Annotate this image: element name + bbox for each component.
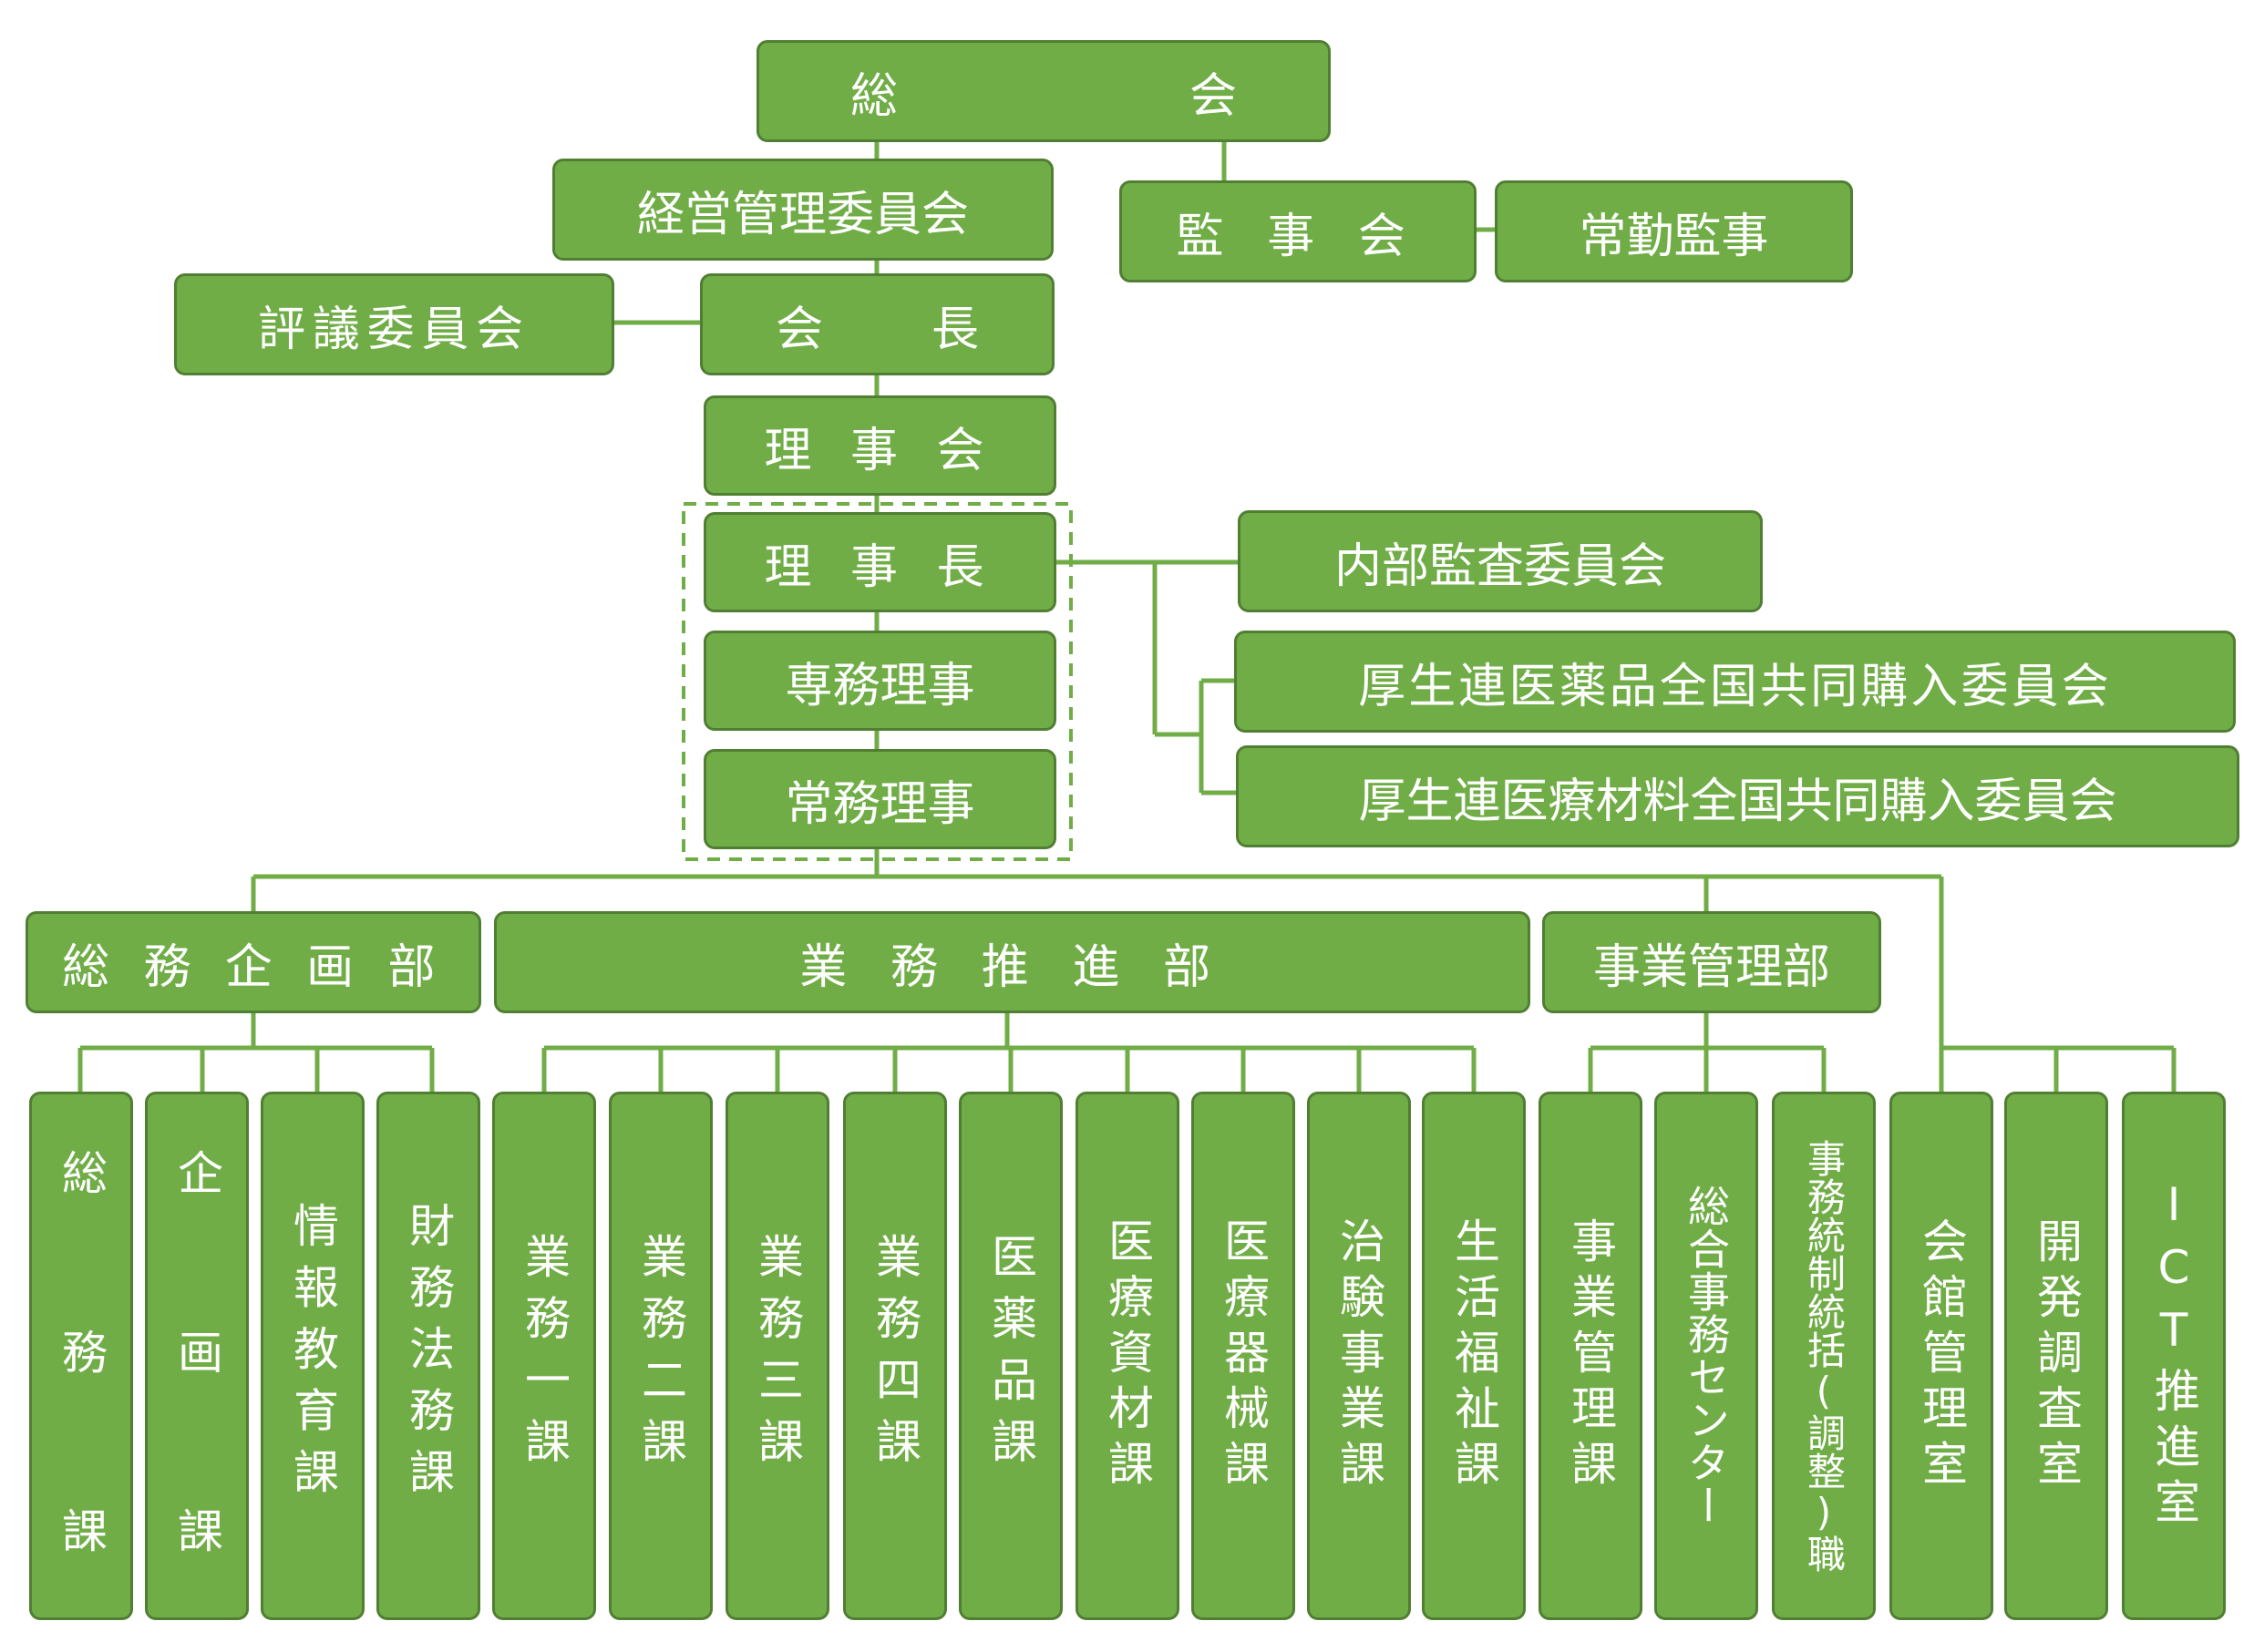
- section-sogo-center-label: 総合事務センター: [1682, 1185, 1731, 1527]
- section-iyakuhin: 医薬品課: [959, 1092, 1063, 1620]
- section-gyomu4-label: 業務四課: [869, 1233, 921, 1479]
- section-kikaku: 企 画 課: [145, 1092, 249, 1620]
- management-committee-box: 経営管理委員会: [552, 159, 1054, 261]
- section-gyomu4: 業務四課: [843, 1092, 947, 1620]
- section-seikatsu: 生活福祉課: [1422, 1092, 1526, 1620]
- section-gyomu3: 業務三課: [726, 1092, 829, 1620]
- section-kikaku-part-1: 企: [170, 1149, 223, 1205]
- section-ict-label: ICT推進室: [2147, 1178, 2200, 1534]
- general-planning-dept-label: 総 務 企 画 部: [62, 939, 445, 995]
- section-iryo-kiki: 医療器械課: [1191, 1092, 1295, 1620]
- section-somu-part-1: 総: [55, 1149, 108, 1205]
- fulltime-auditor-box: 常勤監事: [1495, 180, 1853, 282]
- section-iryo-shizai: 医療資材課: [1076, 1092, 1179, 1620]
- internal-audit-committee-label: 内部監査委員会: [1333, 539, 1666, 594]
- section-somu-part-2: 務: [55, 1328, 108, 1384]
- senior-managing-director-label: 専務理事: [785, 658, 975, 713]
- material-purchase-committee-box: 厚生連医療材料全国共同購入委員会: [1236, 745, 2239, 847]
- section-gyomu1: 業務一課: [492, 1092, 596, 1620]
- managing-director-box: 常務理事: [704, 749, 1056, 849]
- general-assembly-box: 総 会: [756, 40, 1331, 142]
- business-management-dept-box: 事業管理部: [1542, 911, 1881, 1013]
- general-planning-dept-box: 総 務 企 画 部: [26, 911, 481, 1013]
- business-promotion-dept-box: 業 務 推 進 部: [494, 911, 1530, 1013]
- section-jigyo-kanri-label: 事業管理課: [1564, 1216, 1617, 1495]
- section-iyakuhin-label: 医薬品課: [984, 1233, 1037, 1479]
- fulltime-auditor-label: 常勤監事: [1579, 209, 1769, 264]
- section-zaimu-label: 財務法務課: [402, 1202, 455, 1510]
- president-box: 理 事 長: [704, 512, 1056, 612]
- section-tokatsu-label: 事務統制統括(調整)職: [1801, 1139, 1847, 1573]
- president-label: 理 事 長: [764, 539, 996, 595]
- pharma-purchase-committee-box: 厚生連医薬品全国共同購入委員会: [1234, 631, 2236, 733]
- section-kaikan-label: 会館管理室: [1915, 1216, 1968, 1495]
- section-gyomu1-label: 業務一課: [518, 1233, 571, 1479]
- section-chiken: 治験事業課: [1307, 1092, 1411, 1620]
- section-chiken-label: 治験事業課: [1333, 1216, 1385, 1495]
- pharma-purchase-committee-label: 厚生連医薬品全国共同購入委員会: [1358, 659, 2112, 714]
- section-seikatsu-label: 生活福祉課: [1447, 1216, 1500, 1495]
- section-sogo-center: 総合事務センター: [1654, 1092, 1758, 1620]
- section-ict: ICT推進室: [2122, 1092, 2226, 1620]
- section-kikaku-part-2: 画: [170, 1328, 223, 1384]
- business-management-dept-label: 事業管理部: [1592, 939, 1830, 995]
- chairman-part-2: 長: [931, 302, 979, 357]
- board-label: 理 事 会: [764, 423, 996, 478]
- chairman-box: 会 長: [700, 273, 1055, 375]
- section-gyomu3-label: 業務三課: [751, 1233, 804, 1479]
- internal-audit-committee-box: 内部監査委員会: [1238, 510, 1763, 612]
- section-somu: 総 務 課: [29, 1092, 133, 1620]
- councillors-box: 評議委員会: [174, 273, 614, 375]
- section-kaihatsu-label: 開発調査室: [2030, 1216, 2083, 1495]
- general-assembly-part-2: 会: [1189, 68, 1237, 124]
- auditors-board-label: 監 事 会: [1176, 209, 1420, 264]
- section-kaikan: 会館管理室: [1889, 1092, 1993, 1620]
- managing-director-label: 常務理事: [785, 776, 975, 832]
- section-iryo-kiki-label: 医療器械課: [1217, 1216, 1270, 1495]
- chairman-part-1: 会: [776, 302, 824, 357]
- section-tokatsu: 事務統制統括(調整)職: [1772, 1092, 1876, 1620]
- section-gyomu2-label: 業務二課: [634, 1233, 687, 1479]
- material-purchase-committee-label: 厚生連医療材料全国共同購入委員会: [1358, 774, 2117, 829]
- section-somu-part-3: 課: [55, 1507, 108, 1563]
- senior-managing-director-box: 専務理事: [704, 631, 1056, 731]
- board-box: 理 事 会: [704, 395, 1056, 496]
- business-promotion-dept-label: 業 務 推 進 部: [799, 939, 1225, 995]
- section-joho-label: 情報教育課: [286, 1202, 339, 1510]
- auditors-board-box: 監 事 会: [1119, 180, 1477, 282]
- section-joho: 情報教育課: [261, 1092, 365, 1620]
- section-kaihatsu: 開発調査室: [2004, 1092, 2108, 1620]
- councillors-label: 評議委員会: [257, 302, 530, 357]
- section-zaimu: 財務法務課: [376, 1092, 480, 1620]
- section-iryo-shizai-label: 医療資材課: [1101, 1216, 1154, 1495]
- section-jigyo-kanri: 事業管理課: [1539, 1092, 1642, 1620]
- section-gyomu2: 業務二課: [609, 1092, 713, 1620]
- section-kikaku-part-3: 課: [170, 1507, 223, 1563]
- general-assembly-part-1: 総: [850, 68, 899, 124]
- management-committee-label: 経営管理委員会: [636, 187, 969, 242]
